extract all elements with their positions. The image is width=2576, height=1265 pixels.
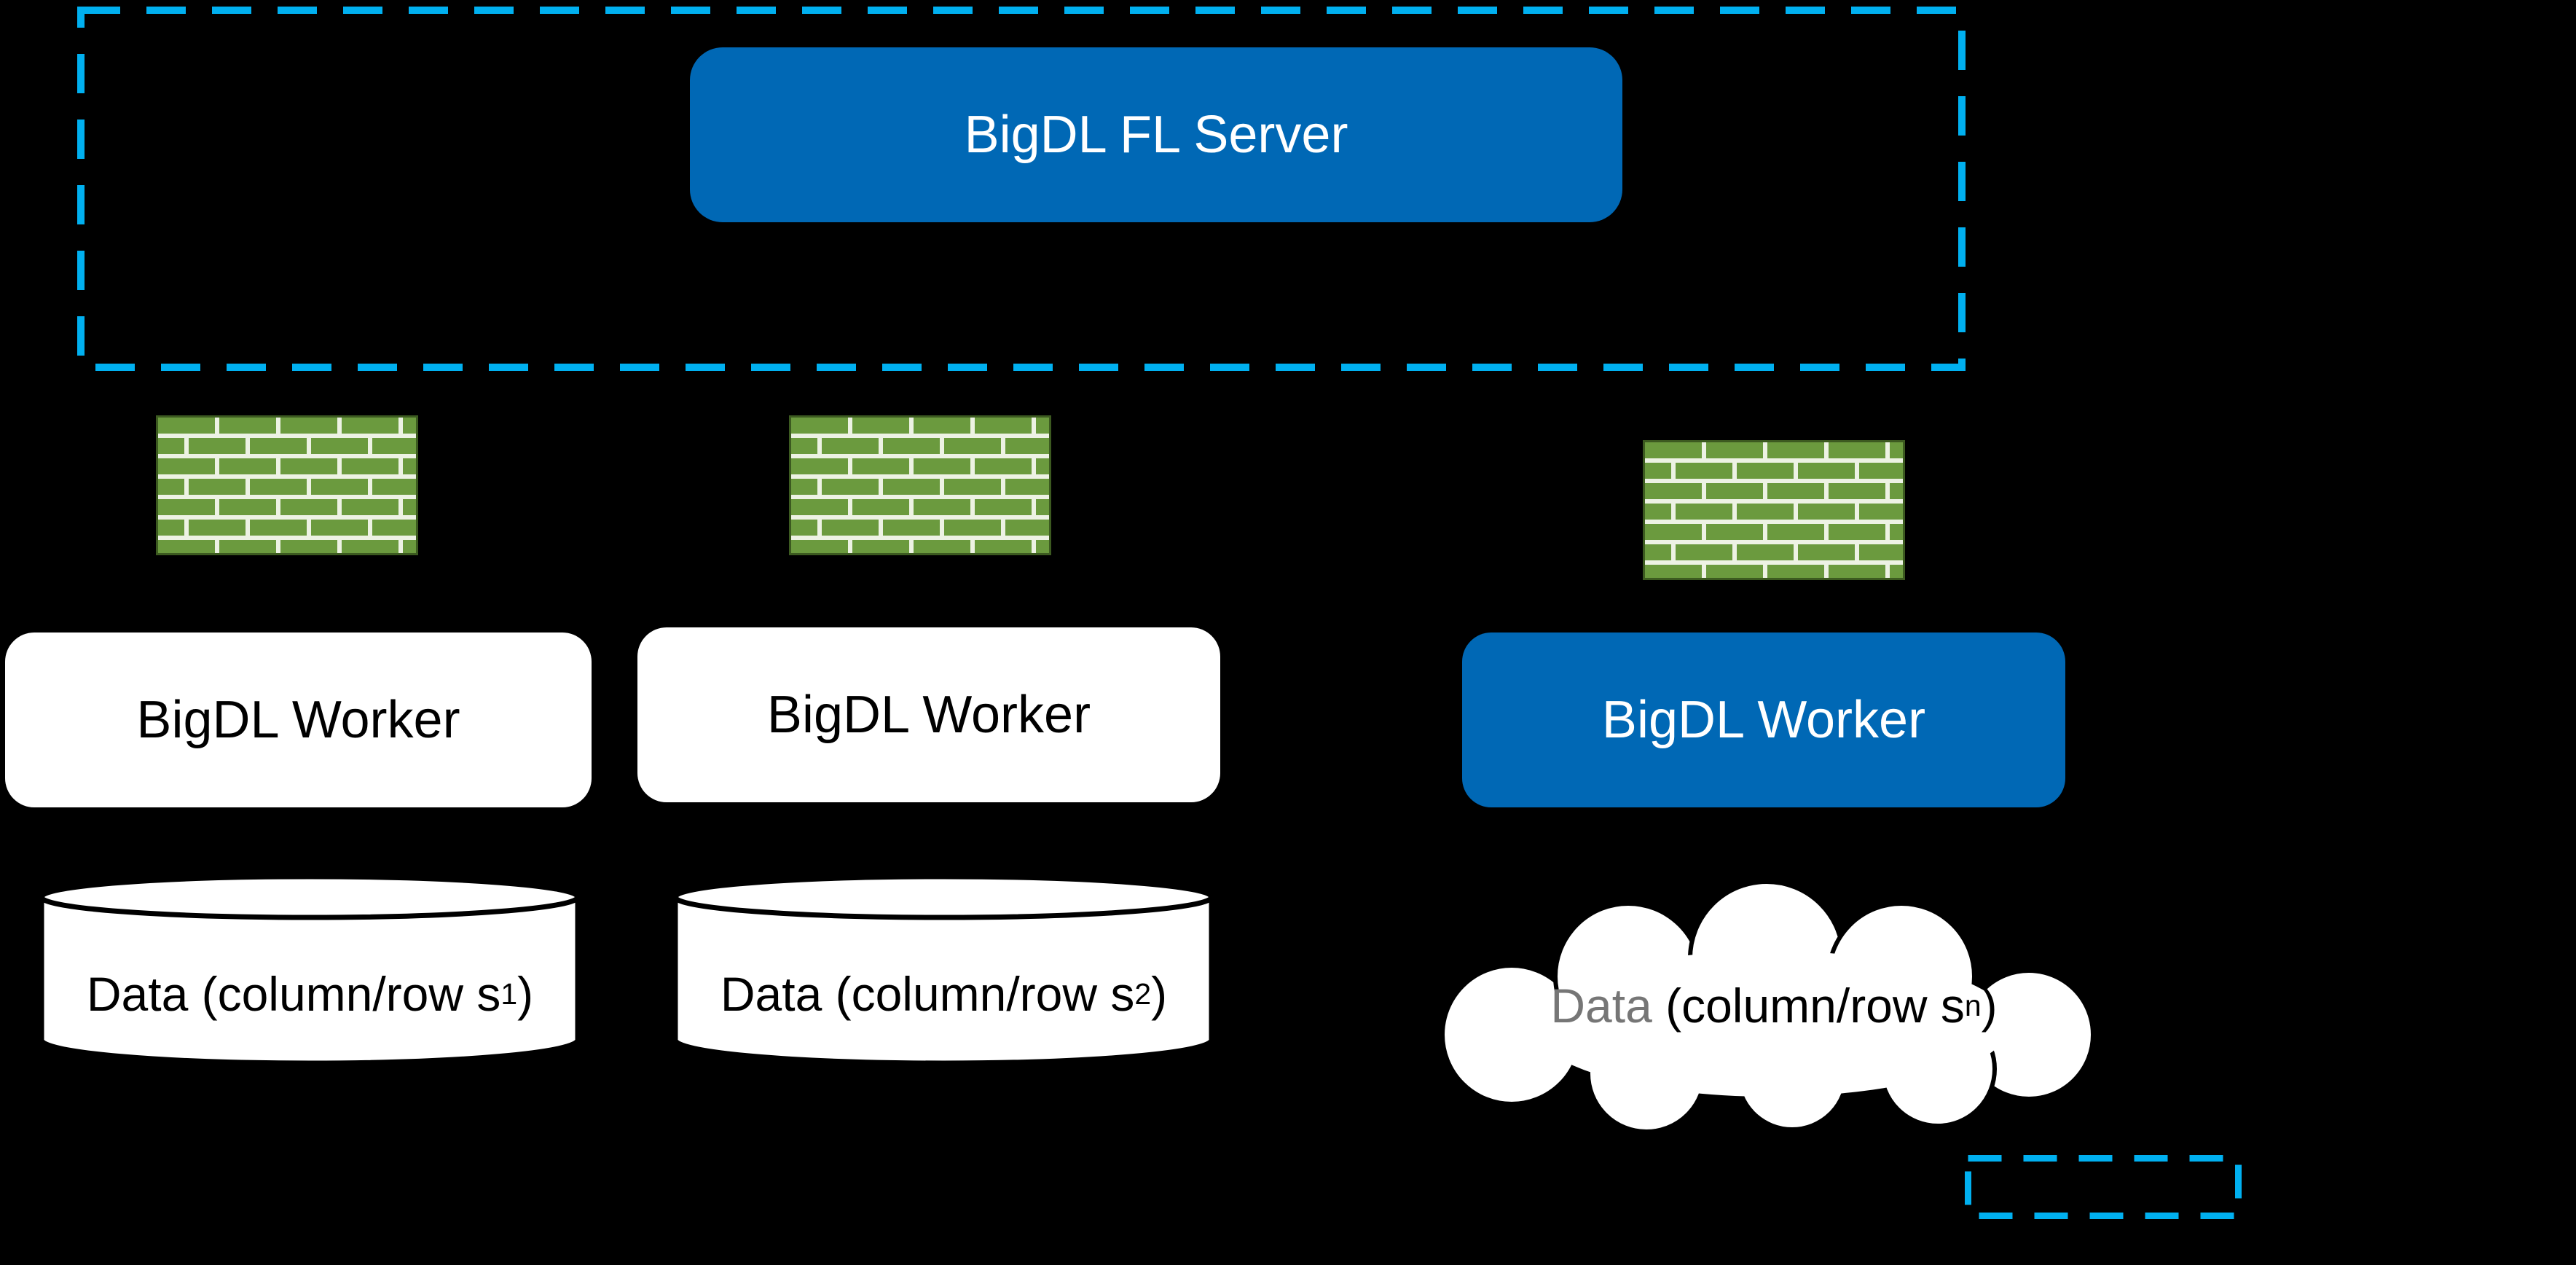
datastore-label-subscript: 2 (1134, 976, 1152, 1011)
worker-box-1: BigDL Worker (5, 632, 592, 807)
worker-label: BigDL Worker (1601, 691, 1926, 749)
datastore-label-suffix: ) (517, 967, 534, 1021)
datastore-label-text: Data (column/row s (86, 967, 501, 1021)
database-cylinder-icon (39, 874, 581, 1066)
worker-box-3: BigDL Worker (1462, 632, 2065, 807)
worker-label: BigDL Worker (136, 691, 460, 749)
firewall-icon (156, 415, 418, 555)
cloud-shape-icon (1440, 880, 2095, 1134)
datastore-label-subscript: 1 (500, 976, 518, 1011)
legend-dashed-box (1965, 1155, 2242, 1219)
database-cylinder-icon (672, 874, 1214, 1066)
datastore-label-word: Data (1550, 979, 1652, 1033)
worker-box-2: BigDL Worker (637, 627, 1220, 802)
datastore-label-suffix: ) (1981, 979, 1998, 1033)
server-zone-dashed-border (77, 7, 1966, 371)
datastore-label-subscript: n (1964, 988, 1982, 1022)
fl-server-label: BigDL FL Server (964, 106, 1348, 164)
firewall-icon (789, 415, 1051, 555)
datastore-label-text: Data (column/row s (720, 967, 1135, 1021)
firewall-icon (1643, 440, 1905, 580)
worker-label: BigDL Worker (766, 686, 1091, 744)
datastore-label-suffix: ) (1151, 967, 1168, 1021)
datastore-label-text: (column/row s (1652, 979, 1965, 1033)
fl-server-box: BigDL FL Server (690, 47, 1622, 222)
